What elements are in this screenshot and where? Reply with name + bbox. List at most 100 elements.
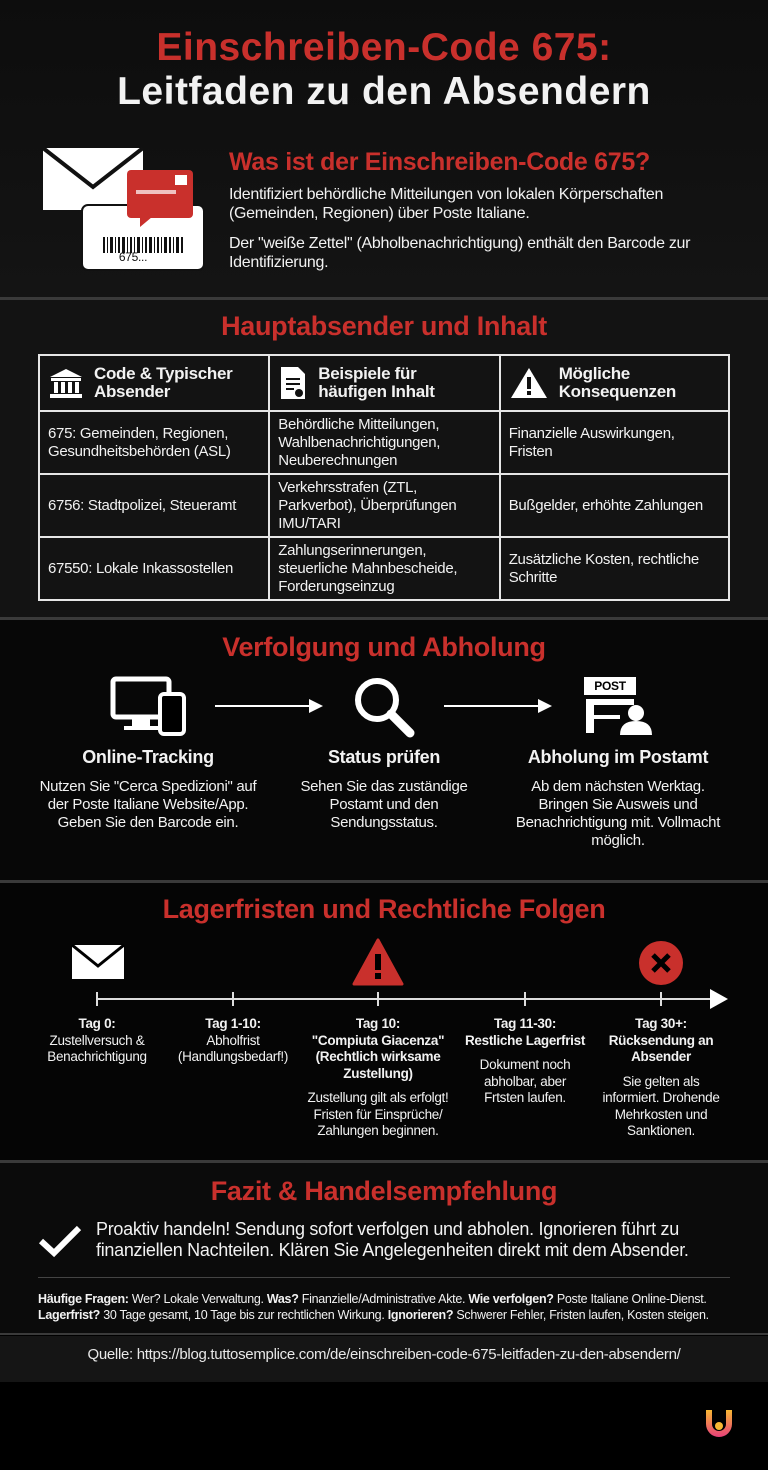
timeline-item: Tag 0:Zustellversuch & Benachrichtigung [22, 1016, 172, 1066]
intro-heading: Was ist der Einschreiben-Code 675? [229, 148, 650, 176]
cancel-icon [639, 941, 683, 985]
table-header-row: Code & Typischer Absender Beispiele für … [37, 354, 731, 412]
table-row: 675: Gemeinden, Regionen, Gesundheitsbeh… [37, 410, 731, 475]
arrow-head-icon [710, 989, 728, 1009]
faq-answer: Finanzielle/Administrative Akte. [301, 1292, 466, 1306]
tracking-step: Abholung im Postamt Ab dem nächsten Werkt… [508, 747, 728, 850]
title-line1: Einschreiben-Code 675: [156, 26, 612, 69]
intro-text-1: Identifiziert behördliche Mitteilungen v… [229, 186, 664, 222]
timeline-subtext: Zustellung gilt als erfolgt! Fristen für… [307, 1090, 449, 1138]
title-line2: Leitfaden zu den Absendern [117, 70, 651, 113]
table-cell: 67550: Lokale Inkassostellen [37, 536, 271, 601]
timeline-text: Restliche Lagerfrist [464, 1032, 586, 1048]
devices-icon [110, 676, 186, 736]
timeline-text: Abholfrist (Handlungsbedarf!) [177, 1032, 289, 1065]
timeline-item: Tag 10:"Compiuta Giacenza" (Rechtlich wi… [297, 1016, 459, 1140]
table-cell: Zahlungserinnerungen, steuerliche Mahnbe… [268, 536, 501, 601]
divider [0, 880, 768, 883]
magnifier-icon [355, 678, 415, 738]
timeline-tick [96, 992, 98, 1006]
column-label: Mögliche Konsequenzen [558, 364, 677, 401]
arrow-right-icon [215, 699, 323, 713]
government-building-icon [50, 369, 82, 398]
barcode-label: 675... [118, 250, 148, 264]
document-icon [281, 367, 306, 399]
timeline-axis [97, 998, 715, 1000]
timeline-text: "Compiuta Giacenza" (Rechtlich wirksame … [311, 1032, 445, 1081]
timeline-label: Tag 30+: [635, 1016, 687, 1031]
table-cell: Bußgelder, erhöhte Zahlungen [498, 473, 731, 538]
divider [0, 297, 768, 300]
divider [0, 617, 768, 620]
tracking-band [0, 620, 768, 880]
table-cell: Behördliche Mitteilungen, Wahlbenachrich… [268, 410, 501, 475]
divider [0, 1160, 768, 1163]
faq-answer: 30 Tage gesamt, 10 Tage bis zur rechtlic… [103, 1308, 385, 1322]
senders-heading: Hauptabsender und Inhalt [221, 311, 547, 341]
timeline-label: Tag 10: [355, 1016, 401, 1031]
table-cell: Verkehrsstrafen (ZTL, Parkverbot), Überp… [268, 473, 501, 538]
timeline-label: Tag 1-10: [205, 1016, 261, 1031]
post-office-icon [584, 677, 652, 735]
faq-question: Ignorieren? [387, 1308, 454, 1322]
timeline-tick [524, 992, 526, 1006]
warning-icon [510, 368, 547, 398]
timeline-tick [660, 992, 662, 1006]
step-text: Sehen Sie das zuständige Postamt und den… [300, 778, 468, 831]
timeline-heading: Lagerfristen und Rechtliche Folgen [162, 894, 606, 924]
timeline-subtext: Dokument noch abholbar, aber Frtsten lau… [479, 1057, 571, 1105]
arrow-right-icon [444, 699, 552, 713]
timeline-label: Tag 11-30: [493, 1016, 557, 1031]
divider [38, 1277, 730, 1278]
column-label: Code & Typischer Absender [94, 364, 233, 401]
timeline-band [0, 883, 768, 1160]
step-text: Nutzen Sie "Cerca Spedizioni" auf der Po… [39, 778, 257, 831]
timeline-tick [232, 992, 234, 1006]
warning-icon [352, 938, 404, 986]
brand-logo [706, 1410, 732, 1437]
table-cell: 675: Gemeinden, Regionen, Gesundheitsbeh… [37, 410, 271, 475]
step-text: Ab dem nächsten Werktag. Bringen Sie Aus… [515, 778, 721, 849]
timeline-tick [377, 992, 379, 1006]
envelope-notice-icon [41, 146, 205, 271]
faq-answer: Wer? Lokale Verwaltung. [131, 1292, 264, 1306]
faq-question: Wie verfolgen? [468, 1292, 554, 1306]
post-sign: POST [594, 679, 626, 693]
envelope-icon [71, 944, 125, 979]
conclusion-heading: Fazit & Handelsempfehlung [210, 1176, 558, 1206]
column-header: Code & Typischer Absender [37, 354, 271, 412]
table-cell: 6756: Stadtpolizei, Steueramt [37, 473, 271, 538]
table-cell: Zusätzliche Kosten, rechtliche Schritte [498, 536, 731, 601]
source-band [0, 1336, 768, 1382]
step-title: Abholung im Postamt [527, 747, 709, 767]
faq-question: Häufige Fragen: [38, 1292, 129, 1306]
step-title: Online-Tracking [82, 747, 214, 767]
faq-answer: Schwerer Fehler, Fristen laufen, Kosten … [456, 1308, 709, 1322]
source-link[interactable]: Quelle: https://blog.tuttosemplice.com/d… [87, 1346, 681, 1363]
divider [0, 1333, 768, 1335]
faq-answer: Poste Italiane Online-Dienst. [556, 1292, 707, 1306]
timeline-label: Tag 0: [78, 1016, 116, 1031]
checkmark-icon [38, 1225, 82, 1258]
faq-question: Lagerfrist? [38, 1308, 100, 1322]
table-cell: Finanzielle Auswirkungen, Fristen [498, 410, 731, 475]
conclusion-band [0, 1163, 768, 1333]
senders-table: Code & Typischer Absender Beispiele für … [37, 354, 731, 601]
conclusion-text: Proaktiv handeln! Sendung sofort verfolg… [96, 1219, 689, 1260]
column-header: Mögliche Konsequenzen [498, 354, 731, 412]
faq-question: Was? [266, 1292, 299, 1306]
column-label: Beispiele für häufigen Inhalt [318, 364, 435, 401]
timeline-subtext: Sie gelten als informiert. Drohende Mehr… [602, 1073, 720, 1139]
column-header: Beispiele für häufigen Inhalt [268, 354, 501, 412]
timeline-text: Zustellversuch & Benachrichtigung [47, 1032, 147, 1065]
step-title: Status prüfen [327, 747, 441, 767]
timeline-text: Rücksendung an Absender [608, 1032, 714, 1065]
faq: Häufige Fragen: Wer? Lokale Verwaltung. … [38, 1291, 738, 1323]
timeline-item: Tag 1-10:Abholfrist (Handlungsbedarf!) [158, 1016, 308, 1066]
tracking-heading: Verfolgung und Abholung [222, 632, 546, 662]
